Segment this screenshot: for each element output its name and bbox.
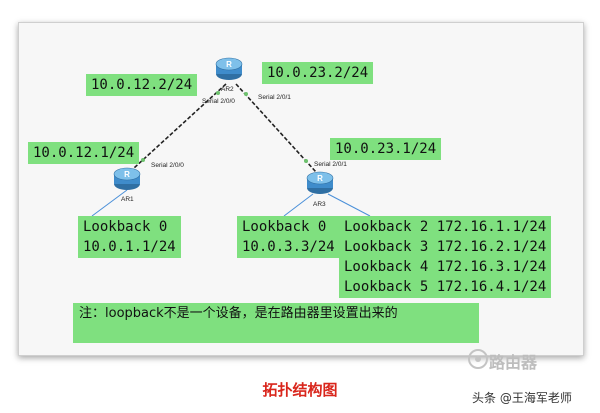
ip-label-ar1: 10.0.12.1/24: [28, 142, 140, 164]
ip-label-ar2-left: 10.0.12.2/24: [86, 74, 198, 96]
watermark-logo-text: 路由器: [489, 353, 538, 372]
interface-label-ar2-serial-201: Serial 2/0/1: [258, 94, 291, 101]
port-dot: [216, 91, 220, 95]
diagram-note: 注：loopback不是一个设备，是在路由器里设置出来的: [73, 303, 479, 343]
router-icon[interactable]: R: [113, 167, 141, 190]
loopback-line: Lookback 2 172.16.1.1/24: [344, 219, 547, 235]
svg-text:R: R: [124, 170, 130, 179]
link-ar3-loopback-a: [283, 193, 314, 217]
interface-label-ar2-serial-200: Serial 2/0/0: [202, 98, 235, 105]
link-ar3-loopback-b: [327, 193, 371, 217]
loopback-line: Lookback 3 172.16.2.1/24: [344, 239, 547, 255]
ip-label-ar2-right: 10.0.23.2/24: [262, 62, 374, 84]
serial-link-ar2-ar3: [235, 83, 317, 173]
loopback-line: Lookback 0: [242, 219, 327, 235]
port-dot: [141, 158, 145, 162]
watermark-credit: 头条 @王海军老师: [472, 391, 572, 405]
interface-label-ar3-serial-201: Serial 2/0/1: [314, 161, 347, 168]
figure-caption: 拓扑结构图: [262, 381, 338, 399]
router-icon[interactable]: R: [215, 57, 243, 80]
svg-text:R: R: [317, 174, 323, 183]
loopback-line: 10.0.1.1/24: [83, 239, 176, 255]
ip-label-ar3: 10.0.23.1/24: [330, 138, 442, 160]
loopback-box-ar3-a: Lookback 0 10.0.3.3/24: [237, 216, 340, 258]
watermark-logo-icon: [468, 349, 488, 369]
loopback-line: Lookback 4 172.16.3.1/24: [344, 259, 547, 275]
loopback-line: Lookback 5 172.16.4.1/24: [344, 279, 547, 295]
loopback-box-ar1: Lookback 0 10.0.1.1/24: [78, 216, 181, 258]
port-dot: [304, 159, 308, 163]
router-name-ar2: AR2: [221, 86, 234, 93]
router-icon[interactable]: R: [306, 171, 334, 194]
svg-text:R: R: [226, 60, 232, 69]
router-name-ar3: AR3: [313, 201, 326, 208]
interface-label-ar1-serial-200: Serial 2/0/0: [151, 162, 184, 169]
port-dot: [244, 92, 248, 96]
loopback-line: 10.0.3.3/24: [242, 239, 335, 255]
router-name-ar1: AR1: [121, 196, 134, 203]
loopback-line: Lookback 0: [83, 219, 168, 235]
serial-link-ar2-ar1: [133, 83, 227, 169]
link-ar1-loopback: [91, 189, 128, 217]
